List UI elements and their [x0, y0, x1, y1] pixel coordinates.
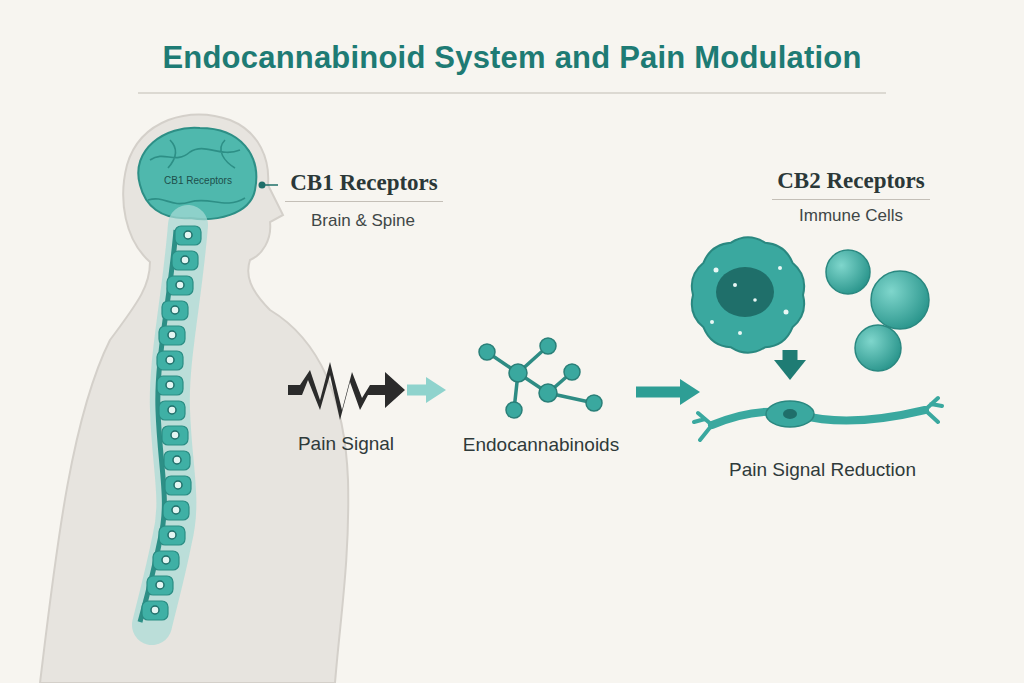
- atom: [564, 364, 580, 380]
- label-wrap: Brain & Spine: [290, 211, 436, 231]
- vertebra-center: [171, 431, 179, 439]
- cell-nucleus: [716, 267, 774, 317]
- atom: [539, 384, 557, 402]
- immune-particles: [826, 250, 929, 371]
- body-silhouette: [40, 114, 348, 683]
- neuron-nucleus: [783, 409, 797, 419]
- vertebra: [162, 301, 188, 320]
- vertebra: [162, 426, 188, 445]
- leader-line: [262, 184, 278, 186]
- vertebra: [157, 376, 183, 395]
- receptor-heading: CB1 Receptors: [285, 170, 443, 202]
- vertebra: [165, 476, 191, 495]
- vertebra: [172, 251, 198, 270]
- atom: [506, 402, 522, 418]
- vertebra-center: [174, 481, 182, 489]
- vertebra-center: [168, 406, 176, 414]
- node-heading: Endocannabinoids: [463, 434, 619, 457]
- vertebra-center: [173, 456, 181, 464]
- brain: [138, 128, 256, 219]
- vertebra-center: [172, 506, 180, 514]
- dendrites: [694, 398, 942, 440]
- immune-particle: [826, 250, 870, 294]
- granule: [784, 310, 789, 315]
- signal-step: Endocannabinoids: [446, 330, 636, 457]
- title-rule: [138, 92, 886, 94]
- axon: [712, 410, 925, 425]
- atom: [586, 395, 602, 411]
- label-wrap: CB1 Receptors: [158, 170, 238, 188]
- vertebra: [147, 576, 173, 595]
- vertebra: [164, 451, 190, 470]
- immune-cell-group: CB2 ReceptorsImmune Cells: [700, 168, 1002, 350]
- flow-arrow: [407, 385, 426, 396]
- neuron-body: [766, 401, 814, 427]
- atom: [479, 344, 495, 360]
- location-label: Brain & Spine: [311, 211, 415, 230]
- immune-particle: [871, 271, 929, 329]
- signal-step: Pain Signal Reduction: [700, 380, 945, 482]
- pain-signal-icon: [288, 362, 405, 420]
- vertebra: [159, 326, 185, 345]
- node-heading: Pain Signal Reduction: [729, 459, 916, 482]
- granule: [710, 320, 714, 324]
- vertebra: [142, 601, 168, 620]
- node-heading: Pain Signal: [298, 433, 394, 456]
- node-subtitle: Immune Cells: [799, 206, 903, 226]
- vertebra: [153, 551, 179, 570]
- flow-arrow: [783, 350, 798, 360]
- granule: [738, 331, 742, 335]
- label-wrap: CB1 Receptors: [276, 170, 452, 202]
- vertebra-centers: [151, 231, 192, 614]
- molecule-icon: [479, 338, 602, 418]
- granule: [733, 283, 737, 287]
- vertebra-center: [156, 581, 164, 589]
- vertebra-center: [151, 606, 159, 614]
- diagram-title: Endocannabinoid System and Pain Modulati…: [0, 40, 1024, 76]
- vertebra-center: [176, 281, 184, 289]
- atom: [509, 364, 527, 382]
- vertebra: [157, 351, 183, 370]
- node-text-wrap: Pain Signal Reduction: [729, 459, 916, 482]
- granule: [714, 268, 719, 273]
- granule: [753, 298, 757, 302]
- molecule-bonds: [487, 346, 594, 410]
- brain-folds: [148, 140, 245, 204]
- vertebra: [159, 526, 185, 545]
- granule: [778, 266, 782, 270]
- vertebra: [159, 401, 185, 420]
- node-text-wrap: Endocannabinoids: [463, 434, 619, 457]
- vertebra-center: [168, 531, 176, 539]
- vertebra-center: [181, 256, 189, 264]
- flow-arrow: [636, 387, 680, 398]
- vertebra: [163, 501, 189, 520]
- region-label: CB1 Receptors: [164, 175, 232, 186]
- vertebra-center: [168, 331, 176, 339]
- vertebra-center: [166, 356, 174, 364]
- node-heading: CB2 Receptors: [772, 168, 930, 200]
- vertebra: [175, 226, 201, 245]
- atom: [540, 338, 556, 354]
- cell-granules: [710, 266, 789, 335]
- immune-particle: [855, 325, 901, 371]
- node-text-wrap: Pain Signal: [298, 433, 394, 456]
- vertebra: [167, 276, 193, 295]
- vertebra-center: [166, 381, 174, 389]
- immune-cell: [692, 237, 804, 352]
- vertebra-center: [162, 556, 170, 564]
- vertebra-center: [184, 231, 192, 239]
- nerve-cell: [694, 398, 942, 440]
- signal-step: Pain Signal: [285, 355, 407, 456]
- vertebrae: [142, 226, 201, 620]
- vertebra-center: [171, 306, 179, 314]
- node-text-wrap: Immune Cells: [799, 200, 903, 226]
- node-text-wrap: CB2 Receptors: [772, 168, 930, 200]
